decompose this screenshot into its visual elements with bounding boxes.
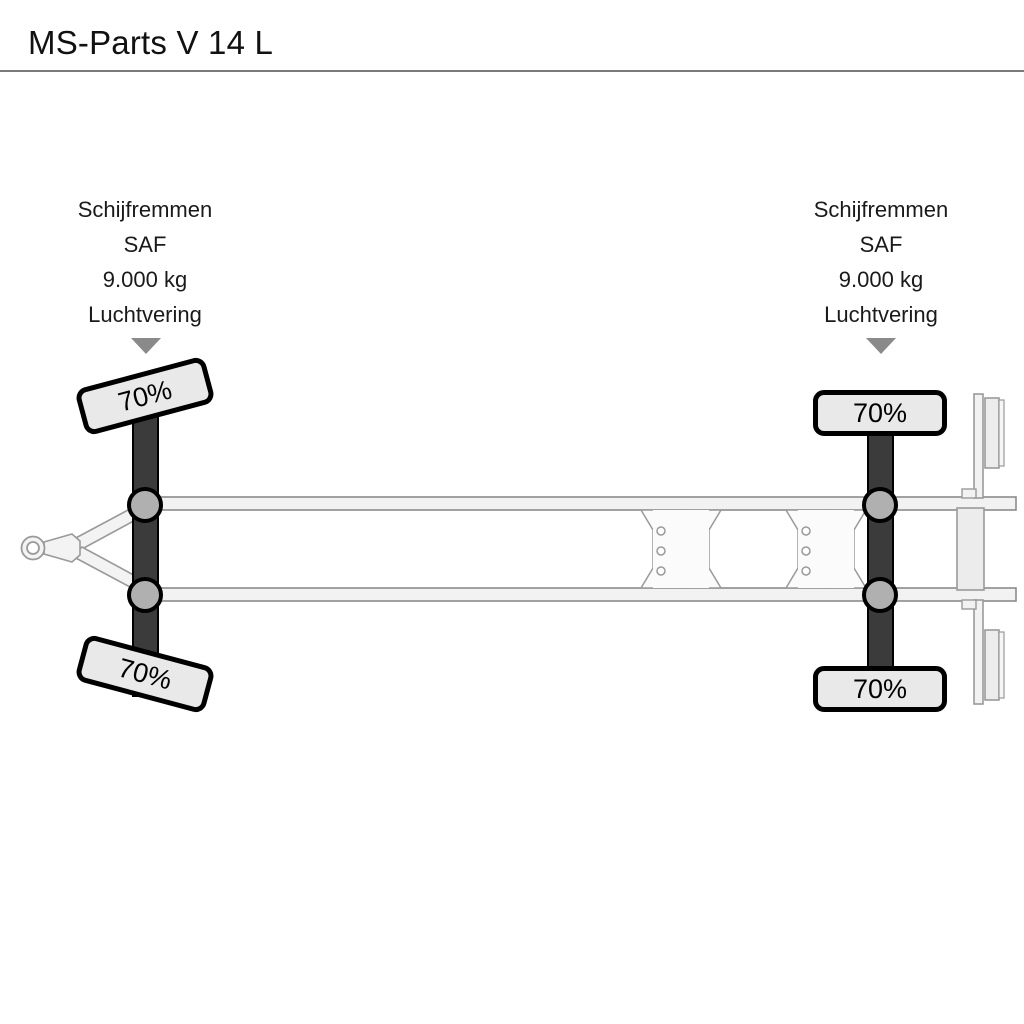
- rear-end-group: [956, 393, 1005, 705]
- axle-right-brake-type: Schijfremmen: [813, 197, 949, 222]
- rear-centre-block: [956, 507, 985, 591]
- cross-member-1-web: [653, 510, 709, 588]
- axle-note-left: Schijfremmen SAF 9.000 kg Luchtvering: [5, 192, 285, 332]
- hub-front-left: [127, 487, 163, 523]
- cross-member-1-hole-2: [656, 546, 666, 556]
- tyre-rear-right: 70%: [813, 666, 947, 712]
- rear-post-lower: [973, 599, 984, 705]
- cross-member-1-hole-1: [656, 526, 666, 536]
- cross-member-2-web: [798, 510, 854, 588]
- cross-member-2-gusset-left: [784, 509, 827, 589]
- axle-right-make: SAF: [859, 232, 903, 257]
- cross-member-1-gusset-right: [680, 509, 723, 589]
- axle-right-capacity: 9.000 kg: [838, 267, 924, 292]
- hub-rear-right: [862, 577, 898, 613]
- cross-member-2-gusset-right: [825, 509, 868, 589]
- drawbar-lower-arm: [70, 546, 154, 597]
- cross-member-2-hole-2: [801, 546, 811, 556]
- cross-member-2-hole-1: [801, 526, 811, 536]
- chassis-rail-lower: [149, 587, 1017, 602]
- chassis-rail-upper: [149, 496, 1017, 511]
- title-divider: [0, 70, 1024, 72]
- drawbar-nose: [43, 533, 81, 563]
- cross-member-1: [639, 509, 723, 589]
- chassis-rails: [149, 496, 1017, 602]
- drawbar-upper-arm: [70, 499, 154, 550]
- hub-front-right: [862, 487, 898, 523]
- axle-left-make: SAF: [123, 232, 167, 257]
- rear-bumper-edge-lower: [998, 631, 1005, 699]
- cross-member-2: [784, 509, 868, 589]
- rear-post-lower-foot: [961, 599, 977, 610]
- page-title: MS-Parts V 14 L: [28, 24, 274, 61]
- axle-right-pointer-icon: [866, 338, 896, 354]
- drawbar-group: [20, 499, 154, 597]
- axle-right-beam: [867, 413, 894, 681]
- cross-member-2-hole-3: [801, 566, 811, 576]
- axle-right-assembly: [862, 413, 898, 681]
- axle-left-brake-type: Schijfremmen: [77, 197, 213, 222]
- rear-bumper-pad-upper: [984, 397, 1000, 469]
- rear-post-upper: [973, 393, 984, 499]
- rear-bumper-edge-upper: [998, 399, 1005, 467]
- axle-left-capacity: 9.000 kg: [102, 267, 188, 292]
- cross-member-1-gusset-left: [639, 509, 682, 589]
- axle-note-right: Schijfremmen SAF 9.000 kg Luchtvering: [741, 192, 1021, 332]
- page-header: MS-Parts V 14 L: [0, 0, 1024, 72]
- coupling-eye-outer: [20, 535, 46, 561]
- cross-member-1-hole-3: [656, 566, 666, 576]
- rear-bumper-pad-lower: [984, 629, 1000, 701]
- tyre-rear-left: 70%: [74, 633, 216, 715]
- hub-rear-left: [127, 577, 163, 613]
- tyre-front-left: 70%: [74, 355, 216, 437]
- axle-left-suspension: Luchtvering: [88, 302, 202, 327]
- axle-left-pointer-icon: [131, 338, 161, 354]
- tyre-front-right: 70%: [813, 390, 947, 436]
- coupling-eye-bore: [26, 541, 40, 555]
- axle-right-suspension: Luchtvering: [824, 302, 938, 327]
- rear-post-upper-foot: [961, 488, 977, 499]
